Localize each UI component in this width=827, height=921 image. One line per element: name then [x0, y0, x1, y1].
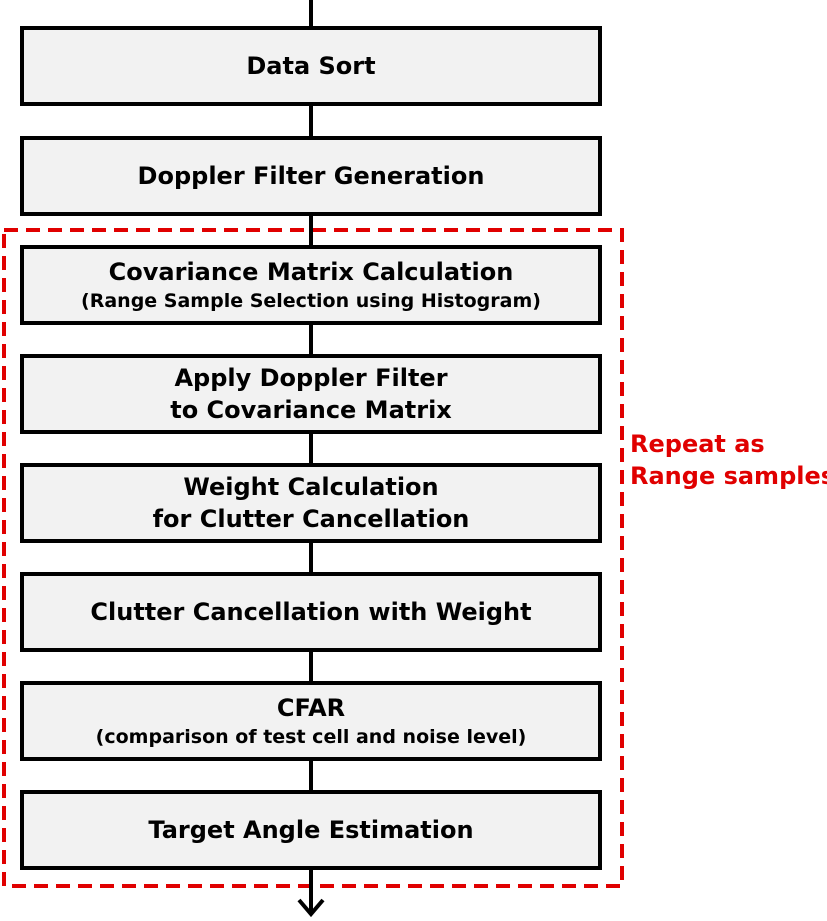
- step-subtitle: (comparison of test cell and noise level…: [95, 726, 527, 748]
- step-title-line-1: Weight Calculation: [183, 473, 439, 501]
- step-doppler-filter-generation: Doppler Filter Generation: [20, 136, 602, 216]
- step-title: Covariance Matrix Calculation: [108, 258, 514, 286]
- output-arrow-head: [297, 898, 325, 918]
- repeat-label-line-2: Range samples: [630, 462, 827, 490]
- repeat-label-line-1: Repeat as: [630, 430, 765, 458]
- step-apply-doppler-filter: Apply Doppler Filter to Covariance Matri…: [20, 354, 602, 434]
- step-title: Doppler Filter Generation: [137, 162, 485, 190]
- step-title: CFAR: [276, 694, 346, 722]
- step-title-line-1: Apply Doppler Filter: [174, 364, 448, 392]
- step-title: Clutter Cancellation with Weight: [90, 598, 532, 626]
- step-title: Data Sort: [246, 52, 376, 80]
- step-cfar: CFAR (comparison of test cell and noise …: [20, 681, 602, 761]
- step-title-line-2: for Clutter Cancellation: [152, 505, 470, 533]
- step-weight-calculation: Weight Calculation for Clutter Cancellat…: [20, 463, 602, 543]
- step-subtitle: (Range Sample Selection using Histogram): [81, 290, 541, 312]
- step-target-angle-estimation: Target Angle Estimation: [20, 790, 602, 870]
- step-covariance-matrix-calculation: Covariance Matrix Calculation (Range Sam…: [20, 245, 602, 325]
- step-data-sort: Data Sort: [20, 26, 602, 106]
- repeat-loop-label: Repeat as Range samples: [630, 428, 827, 492]
- step-title-line-2: to Covariance Matrix: [170, 396, 452, 424]
- step-clutter-cancellation: Clutter Cancellation with Weight: [20, 572, 602, 652]
- step-title: Target Angle Estimation: [148, 816, 474, 844]
